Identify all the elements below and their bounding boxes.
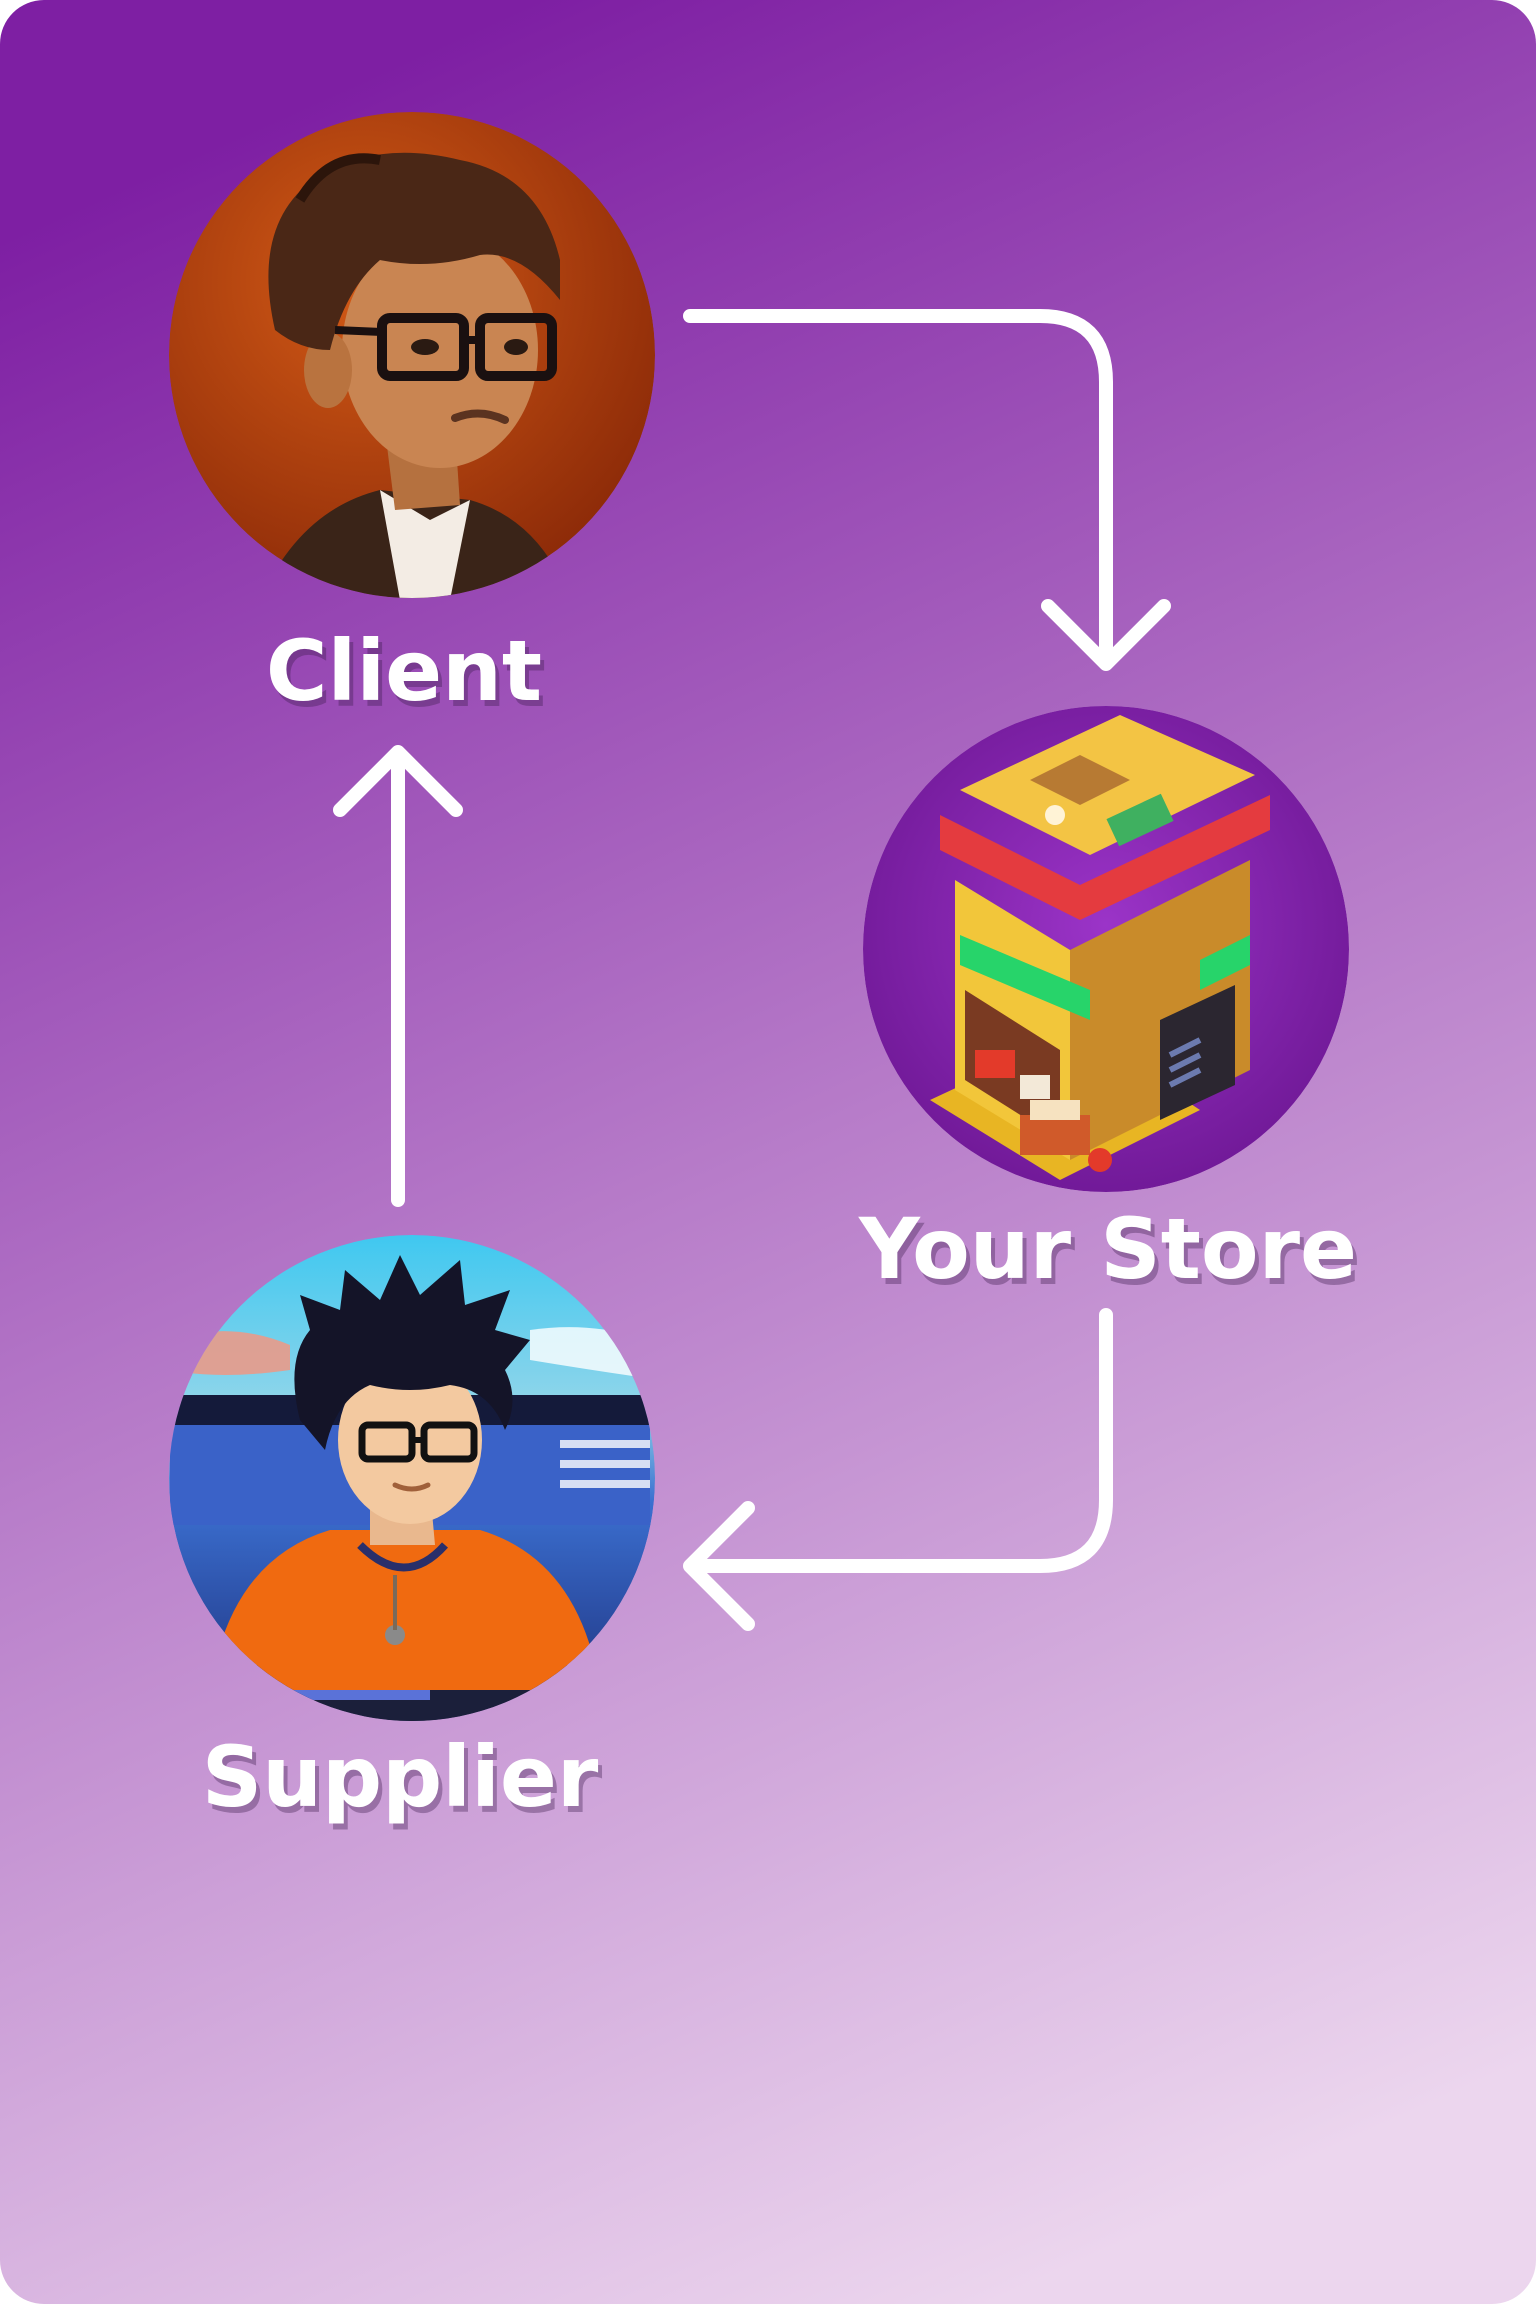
store-label-shadow: Your Store — [862, 1206, 1361, 1304]
supplier-label: Supplier — [202, 1728, 599, 1826]
supplier-label-shadow: Supplier — [206, 1734, 603, 1832]
store-label: Your Store — [858, 1200, 1357, 1298]
store-building-icon — [863, 706, 1349, 1192]
arrow-client-to-store — [683, 309, 1171, 671]
arrow-store-to-supplier — [683, 1308, 1113, 1631]
client-label: Client — [266, 622, 542, 720]
arrow-supplier-to-client — [333, 745, 463, 1207]
client-avatar-icon — [169, 112, 655, 598]
client-label-shadow: Client — [270, 628, 546, 726]
supplier-avatar-icon — [169, 1235, 655, 1721]
node-client: Client Client — [169, 112, 655, 726]
node-your-store: Your Store Your Store — [858, 706, 1361, 1304]
node-supplier: Supplier Supplier — [169, 1235, 655, 1832]
